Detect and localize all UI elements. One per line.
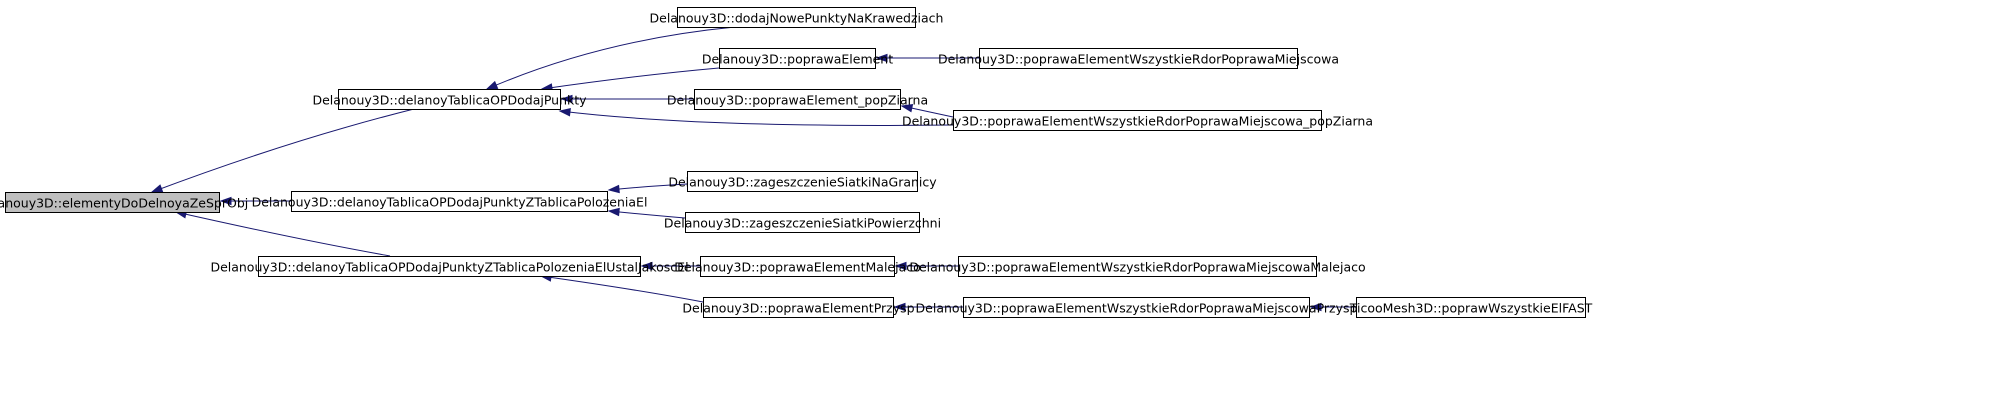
node-label: Delanouy3D::dodajNowePunktyNaKrawedziach xyxy=(650,11,944,26)
edge-n9-n2 xyxy=(607,183,688,194)
edge-n13-n11 xyxy=(894,261,958,271)
edge-line-n1-n0 xyxy=(151,108,415,193)
graph-node[interactable]: Delanouy3D::poprawaElementWszystkieRdorP… xyxy=(916,297,1358,318)
node-label: Delanouy3D::poprawaElementWszystkieRdorP… xyxy=(938,52,1339,67)
node-label: Delanouy3D::zageszczenieSiatkiNaGranicy xyxy=(668,175,937,190)
graph-node[interactable]: Delanouy3D::poprawaElement_popZiarna xyxy=(667,89,928,110)
node-label: Delanouy3D::poprawaElement xyxy=(702,52,893,67)
node-box[interactable] xyxy=(979,48,1298,69)
node-label: TicooMesh3D::poprawWszystkieElFAST xyxy=(1349,301,1593,316)
node-label: Delanouy3D::poprawaElementMalejaco xyxy=(674,260,921,275)
edge-n10-n2-arrowhead xyxy=(607,207,620,217)
edge-n11-n3-arrowhead xyxy=(640,261,653,271)
edge-n10-n2 xyxy=(607,207,686,219)
edge-n7-n5 xyxy=(875,53,979,63)
node-box[interactable] xyxy=(338,89,561,110)
edge-n4-n1 xyxy=(485,26,736,90)
edge-line-n4-n1 xyxy=(486,26,736,90)
graph-node[interactable]: Delanouy3D::delanoyTablicaOPDodajPunktyZ… xyxy=(210,256,689,277)
edge-n2-n0-arrowhead xyxy=(219,196,232,206)
edge-n14-n12-arrowhead xyxy=(893,302,906,312)
edge-n8-n6-arrowhead xyxy=(900,103,914,113)
edge-line-n3-n0 xyxy=(175,211,391,257)
graph-node[interactable]: Delanouy3D::poprawaElementWszystkieRdorP… xyxy=(902,110,1373,131)
graph-node[interactable]: Delanouy3D::zageszczenieSiatkiNaGranicy xyxy=(668,171,937,192)
node-box[interactable] xyxy=(694,89,901,110)
edge-n6-n1-arrowhead xyxy=(560,94,573,104)
node-box[interactable] xyxy=(5,192,220,213)
node-box[interactable] xyxy=(258,256,641,277)
graph-node[interactable]: Delanouy3D::dodajNowePunktyNaKrawedziach xyxy=(650,7,944,28)
node-box[interactable] xyxy=(963,297,1310,318)
node-label: Delanouy3D::zageszczenieSiatkiPowierzchn… xyxy=(664,216,941,231)
node-label: Delanouy3D::elementyDoDelnoyaZeSprObj xyxy=(0,196,248,211)
node-box[interactable] xyxy=(703,297,894,318)
node-label: Delanouy3D::delanoyTablicaOPDodajPunkty xyxy=(312,93,587,108)
edge-n6-n1 xyxy=(560,94,694,104)
edge-n11-n3 xyxy=(640,261,700,271)
edge-n3-n0 xyxy=(174,210,391,257)
graph-node[interactable]: Delanouy3D::zageszczenieSiatkiPowierzchn… xyxy=(664,212,941,233)
node-box[interactable] xyxy=(958,256,1317,277)
graph-node[interactable]: Delanouy3D::delanoyTablicaOPDodajPunkty xyxy=(312,89,587,110)
graph-node[interactable]: TicooMesh3D::poprawWszystkieElFAST xyxy=(1349,297,1593,318)
graph-node[interactable]: Delanouy3D::poprawaElement xyxy=(702,48,893,69)
edge-n1-n0 xyxy=(150,108,415,193)
edge-line-n12-n3 xyxy=(540,275,704,303)
graph-node[interactable]: Delanouy3D::poprawaElementPrzysp xyxy=(682,297,915,318)
node-box[interactable] xyxy=(687,171,918,192)
edge-line-n5-n1 xyxy=(541,67,720,90)
node-label: Delanouy3D::poprawaElementPrzysp xyxy=(682,301,914,316)
edge-n4-n1-arrowhead xyxy=(485,80,499,90)
node-label: Delanouy3D::poprawaElementWszystkieRdorP… xyxy=(902,114,1373,129)
node-label: Delanouy3D::delanoyTablicaOPDodajPunktyZ… xyxy=(210,260,688,275)
edge-n1-n0-arrowhead xyxy=(150,184,164,193)
edge-n7-n5-arrowhead xyxy=(875,53,888,63)
edge-n14-n12 xyxy=(893,302,963,312)
node-box[interactable] xyxy=(953,110,1322,131)
node-box[interactable] xyxy=(719,48,876,69)
node-label: Delanouy3D::delanoyTablicaOPDodajPunktyZ… xyxy=(252,195,648,210)
edge-n2-n0 xyxy=(219,196,291,206)
edge-n12-n3 xyxy=(539,273,704,303)
edge-n8-n1 xyxy=(558,107,954,126)
graph-node[interactable]: Delanouy3D::poprawaElementWszystkieRdorP… xyxy=(909,256,1366,277)
edge-n15-n14-arrowhead xyxy=(1309,302,1322,312)
node-label: Delanouy3D::poprawaElementWszystkieRdorP… xyxy=(916,301,1358,316)
edge-line-n8-n1 xyxy=(559,110,954,126)
node-box[interactable] xyxy=(700,256,895,277)
edge-n8-n6 xyxy=(900,103,954,118)
graph-node[interactable]: Delanouy3D::poprawaElementWszystkieRdorP… xyxy=(938,48,1339,69)
node-box[interactable] xyxy=(685,212,920,233)
root-node[interactable]: Delanouy3D::elementyDoDelnoyaZeSprObj xyxy=(0,192,248,213)
node-label: Delanouy3D::poprawaElementWszystkieRdorP… xyxy=(909,260,1365,275)
node-box[interactable] xyxy=(1356,297,1586,318)
edge-n15-n14 xyxy=(1309,302,1356,312)
edges-layer xyxy=(150,26,1356,312)
graph-node[interactable]: Delanouy3D::delanoyTablicaOPDodajPunktyZ… xyxy=(252,191,648,212)
nodes-layer: Delanouy3D::elementyDoDelnoyaZeSprObjDel… xyxy=(0,7,1593,318)
edge-n5-n1 xyxy=(540,67,720,92)
node-label: Delanouy3D::poprawaElement_popZiarna xyxy=(667,93,928,108)
node-box[interactable] xyxy=(291,191,608,212)
edge-n9-n2-arrowhead xyxy=(607,184,620,194)
node-box[interactable] xyxy=(677,7,916,28)
edge-n13-n11-arrowhead xyxy=(894,261,907,271)
edge-n8-n1-arrowhead xyxy=(558,107,571,117)
graph-node[interactable]: Delanouy3D::poprawaElementMalejaco xyxy=(674,256,921,277)
